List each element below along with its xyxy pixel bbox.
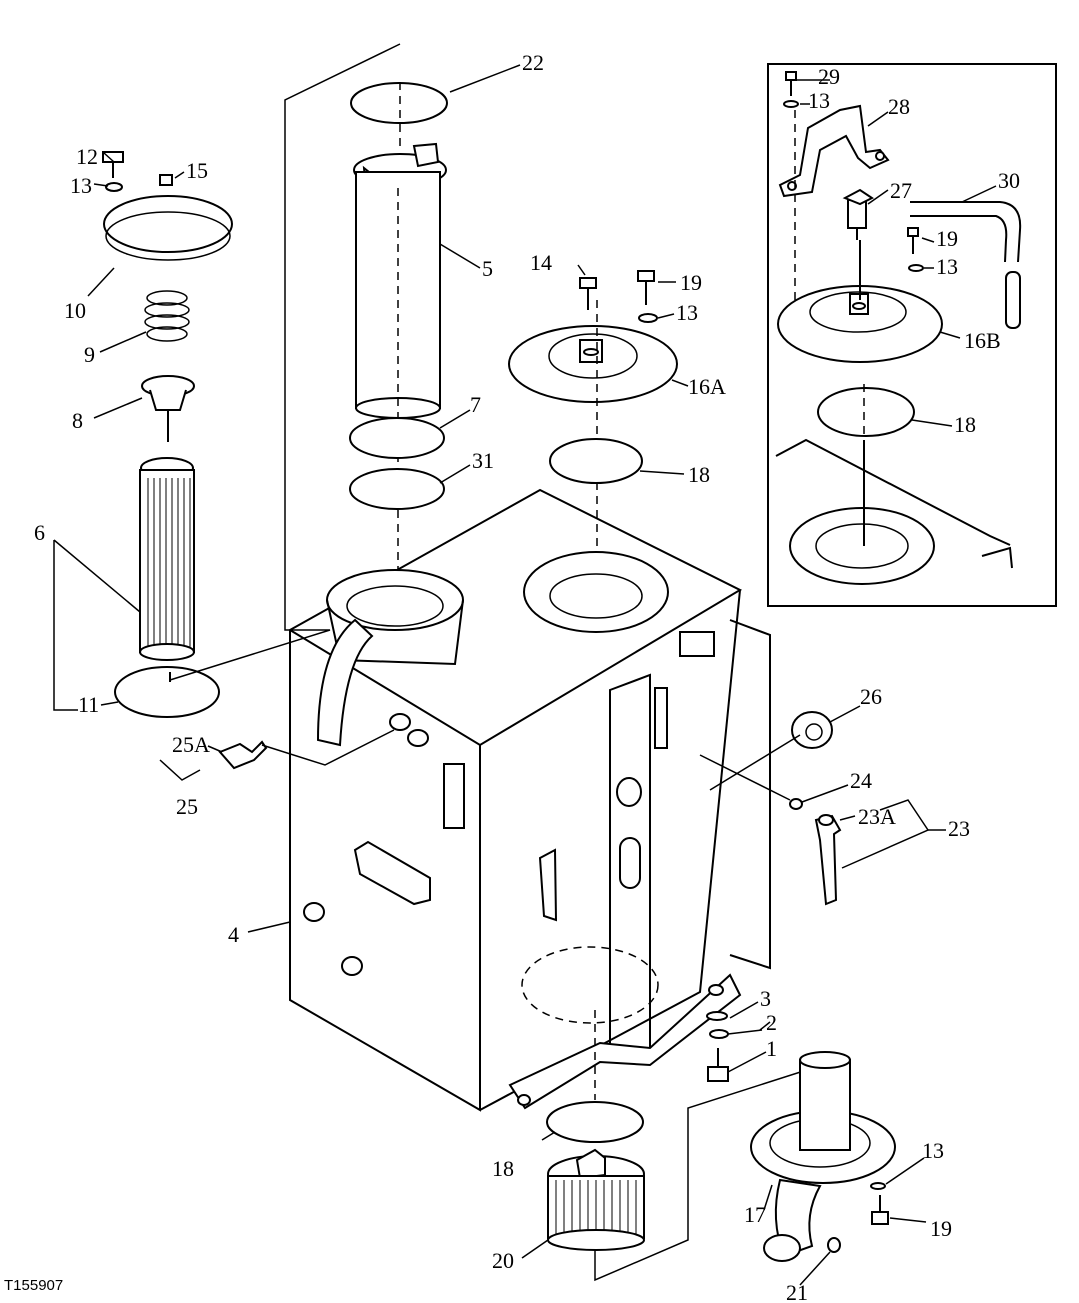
figure-id: T155907 [4, 1277, 63, 1294]
callout-labels: 22 5 7 31 14 19 13 16A 18 12 13 15 10 9 … [34, 50, 1020, 1303]
callout-31: 31 [472, 448, 494, 473]
hydraulic-tank-body [288, 488, 771, 1112]
callout-15: 15 [186, 158, 208, 183]
callout-20: 20 [492, 1248, 514, 1273]
callout-18-inset: 18 [954, 412, 976, 437]
callout-18-bottom: 18 [492, 1156, 514, 1181]
callout-13-inset-b: 13 [936, 254, 958, 279]
callout-30: 30 [998, 168, 1020, 193]
callout-24: 24 [850, 768, 872, 793]
breather-assembly [218, 729, 395, 770]
callout-23a: 23A [858, 804, 896, 829]
callout-25a: 25A [172, 732, 210, 757]
callout-19-inset: 19 [936, 226, 958, 251]
inset-detail-box [767, 63, 1057, 607]
callout-18-top: 18 [688, 462, 710, 487]
callout-1: 1 [766, 1036, 777, 1061]
callout-9: 9 [84, 342, 95, 367]
callout-6: 6 [34, 520, 45, 545]
callout-22: 22 [522, 50, 544, 75]
cover-16a-assembly [508, 270, 678, 620]
return-pipe-assembly [349, 82, 448, 600]
callout-23: 23 [948, 816, 970, 841]
callout-3: 3 [760, 986, 771, 1011]
callout-13-inset-a: 13 [808, 88, 830, 113]
callout-27: 27 [890, 178, 912, 203]
callout-13-top: 13 [676, 300, 698, 325]
callout-13-bottom: 13 [922, 1138, 944, 1163]
filter-assembly [102, 151, 233, 718]
callout-7: 7 [470, 392, 481, 417]
callout-11: 11 [78, 692, 99, 717]
callout-13-left: 13 [70, 173, 92, 198]
mounting-hardware [706, 1011, 729, 1082]
callout-12: 12 [76, 144, 98, 169]
callout-5: 5 [482, 256, 493, 281]
callout-19-bottom: 19 [930, 1216, 952, 1241]
leader-lines [53, 64, 997, 1286]
callout-16a: 16A [688, 374, 726, 399]
callout-25: 25 [176, 794, 198, 819]
callout-4: 4 [228, 922, 239, 947]
assembly-centerline [169, 43, 401, 681]
callout-14: 14 [530, 250, 552, 275]
callout-17: 17 [744, 1202, 766, 1227]
callout-29: 29 [818, 64, 840, 89]
callout-28: 28 [888, 94, 910, 119]
callout-10: 10 [64, 298, 86, 323]
suction-strainer-assembly [546, 1059, 839, 1282]
callout-21: 21 [786, 1280, 808, 1303]
callout-26: 26 [860, 684, 882, 709]
callout-8: 8 [72, 408, 83, 433]
callout-2: 2 [766, 1010, 777, 1035]
sight-gauge-assembly [699, 711, 842, 906]
suction-elbow-assembly [750, 1051, 896, 1262]
callout-16b: 16B [964, 328, 1001, 353]
callout-19-top: 19 [680, 270, 702, 295]
